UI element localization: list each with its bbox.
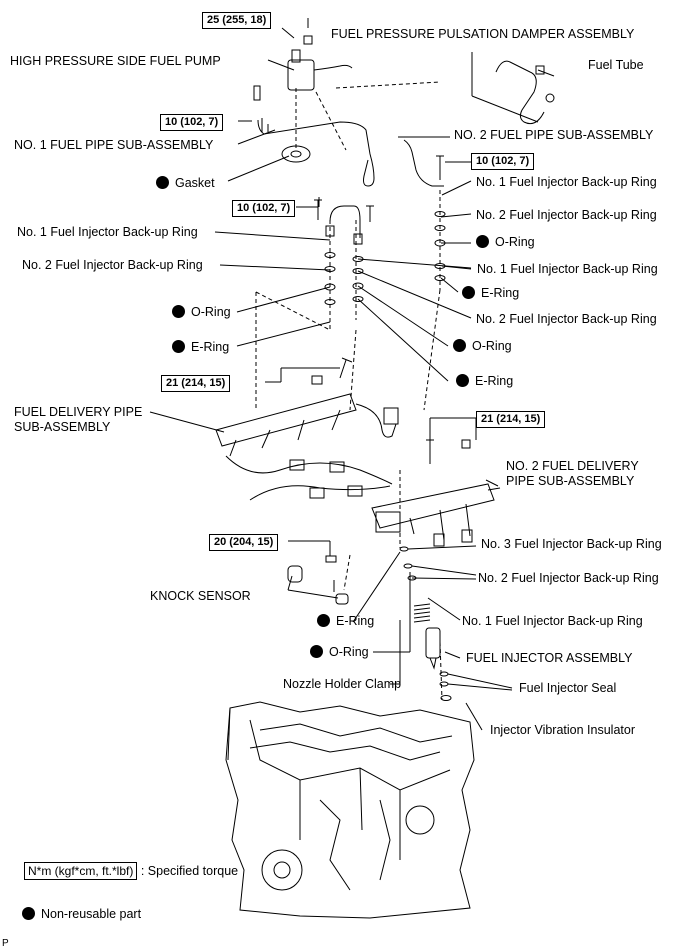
label-o-ring-lower: O-Ring — [310, 645, 369, 660]
label-no2-fuel-pipe: NO. 2 FUEL PIPE SUB-ASSEMBLY — [454, 128, 654, 142]
non-reusable-icon — [317, 614, 330, 627]
label-no2-fuel-delivery-pipe-line2: PIPE SUB-ASSEMBLY — [506, 474, 635, 488]
label-no2-fuel-delivery-pipe: NO. 2 FUEL DELIVERY PIPE SUB-ASSEMBLY — [506, 459, 639, 489]
torque-spec-pump: 25 (255, 18) — [202, 12, 272, 29]
non-reusable-icon — [156, 176, 169, 189]
torque-spec-knock-sensor: 20 (204, 15) — [209, 534, 279, 551]
label-left-e-ring: E-Ring — [172, 340, 229, 355]
legend-non-reusable: Non-reusable part — [22, 907, 141, 922]
label-fuel-tube: Fuel Tube — [588, 58, 644, 72]
non-reusable-icon — [22, 907, 35, 920]
label-fuel-injector: FUEL INJECTOR ASSEMBLY — [466, 651, 633, 665]
label-right-no2-backup-ring: No. 2 Fuel Injector Back-up Ring — [476, 208, 657, 222]
label-right-e-ring-text: E-Ring — [481, 286, 520, 300]
label-left-o-ring: O-Ring — [172, 305, 231, 320]
label-fuel-injector-seal: Fuel Injector Seal — [519, 681, 617, 695]
label-left-e-ring-text: E-Ring — [191, 340, 230, 354]
non-reusable-icon — [310, 645, 323, 658]
legend-torque-text: : Specified torque — [140, 864, 239, 878]
non-reusable-icon — [172, 340, 185, 353]
legend-torque-box: N*m (kgf*cm, ft.*lbf) — [24, 862, 138, 880]
label-fuel-delivery-pipe-line1: FUEL DELIVERY PIPE — [14, 405, 143, 419]
label-no1-backup-ring-lower: No. 1 Fuel Injector Back-up Ring — [462, 614, 643, 628]
label-left-no2-backup-ring: No. 2 Fuel Injector Back-up Ring — [22, 258, 203, 272]
label-gasket: Gasket — [156, 176, 215, 191]
non-reusable-icon — [172, 305, 185, 318]
label-fuel-delivery-pipe-line2: SUB-ASSEMBLY — [14, 420, 111, 434]
label-right-no1-backup-ring: No. 1 Fuel Injector Back-up Ring — [476, 175, 657, 189]
label-e-ring-lower: E-Ring — [317, 614, 374, 629]
non-reusable-icon — [476, 235, 489, 248]
label-o-ring-lower-text: O-Ring — [329, 645, 369, 659]
label-high-pressure-pump: HIGH PRESSURE SIDE FUEL PUMP — [10, 54, 221, 68]
label-injector-vibration-insulator: Injector Vibration Insulator — [490, 723, 635, 737]
legend-torque: N*m (kgf*cm, ft.*lbf) : Specified torque — [24, 862, 239, 880]
label-pulsation-damper: FUEL PRESSURE PULSATION DAMPER ASSEMBLY — [331, 27, 635, 41]
torque-spec-bracket: 10 (102, 7) — [232, 200, 296, 217]
label-knock-sensor: KNOCK SENSOR — [150, 589, 251, 603]
torque-spec-no1-pipe: 10 (102, 7) — [160, 114, 224, 131]
corner-mark: P — [2, 938, 9, 949]
torque-spec-no2-pipe: 10 (102, 7) — [471, 153, 535, 170]
label-e-ring-lower-text: E-Ring — [336, 614, 375, 628]
label-right-e-ring-2: E-Ring — [456, 374, 513, 389]
label-nozzle-holder-clamp: Nozzle Holder Clamp — [283, 677, 402, 691]
legend-non-reusable-text: Non-reusable part — [41, 907, 142, 921]
label-no3-backup-ring: No. 3 Fuel Injector Back-up Ring — [481, 537, 662, 551]
label-right-o-ring-2-text: O-Ring — [472, 339, 512, 353]
label-right-o-ring-text: O-Ring — [495, 235, 535, 249]
label-right-o-ring: O-Ring — [476, 235, 535, 250]
torque-spec-delivery-pipe: 21 (214, 15) — [161, 375, 231, 392]
label-gasket-text: Gasket — [175, 176, 215, 190]
non-reusable-icon — [453, 339, 466, 352]
label-right-e-ring: E-Ring — [462, 286, 519, 301]
label-no1-fuel-pipe: NO. 1 FUEL PIPE SUB-ASSEMBLY — [14, 138, 214, 152]
non-reusable-icon — [456, 374, 469, 387]
label-right-e-ring-2-text: E-Ring — [475, 374, 514, 388]
label-no2-fuel-delivery-pipe-line1: NO. 2 FUEL DELIVERY — [506, 459, 639, 473]
label-right-no2-backup-ring-2: No. 2 Fuel Injector Back-up Ring — [476, 312, 657, 326]
label-no2-backup-ring-lower: No. 2 Fuel Injector Back-up Ring — [478, 571, 659, 585]
label-left-o-ring-text: O-Ring — [191, 305, 231, 319]
label-left-no1-backup-ring: No. 1 Fuel Injector Back-up Ring — [17, 225, 198, 239]
non-reusable-icon — [462, 286, 475, 299]
label-right-no1-backup-ring-2: No. 1 Fuel Injector Back-up Ring — [477, 262, 658, 276]
torque-spec-no2-delivery-pipe: 21 (214, 15) — [476, 411, 546, 428]
label-right-o-ring-2: O-Ring — [453, 339, 512, 354]
label-fuel-delivery-pipe: FUEL DELIVERY PIPE SUB-ASSEMBLY — [14, 405, 142, 435]
